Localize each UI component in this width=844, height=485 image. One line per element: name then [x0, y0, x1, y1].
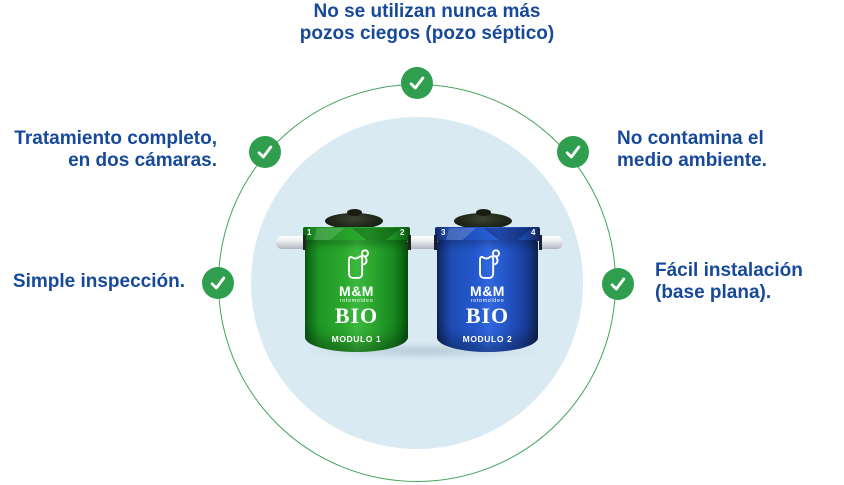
tank1-body: M&M rotomoldeo BIO MODULO 1 — [305, 240, 408, 352]
benefit-line: Fácil instalación — [655, 260, 803, 281]
port-number-2: 2 — [400, 228, 405, 237]
benefit-line: (base plana). — [655, 282, 772, 303]
inlet-pipe — [276, 235, 306, 250]
benefit-line: No se utilizan nunca más — [313, 1, 541, 22]
benefit-simple-inspection: Simple inspección. — [13, 271, 185, 293]
benefit-line: Tratamiento completo, — [14, 128, 217, 149]
tank2-brand: M&M — [470, 283, 505, 299]
tank2-product-name: BIO — [465, 303, 510, 328]
tank1-brand: M&M — [339, 283, 374, 299]
check-icon — [557, 136, 589, 168]
tank1-logo: M&M rotomoldeo BIO MODULO 1 — [305, 247, 408, 344]
tank2-module-label: MODULO 2 — [462, 334, 513, 344]
check-icon — [602, 268, 634, 300]
benefit-line: pozos ciegos (pozo séptico) — [299, 23, 555, 44]
tank2-shoulder — [435, 227, 540, 241]
benefit-no-pollution: No contamina el medio ambiente. — [617, 128, 767, 172]
benefit-line: en dos cámaras. — [68, 150, 217, 171]
benefit-line: medio ambiente. — [617, 150, 767, 171]
tank1-shoulder — [303, 227, 410, 241]
benefit-line: No contamina el — [617, 128, 764, 149]
benefit-complete-treatment: Tratamiento completo, en dos cámaras. — [14, 128, 217, 172]
tank2-sub-brand: rotomoldeo — [470, 298, 505, 304]
tank1-facet-shade — [352, 228, 400, 241]
tank2-logo: M&M rotomoldeo BIO MODULO 2 — [437, 247, 538, 344]
tank1-sub-brand: rotomoldeo — [339, 298, 374, 304]
benefit-no-septic-pits: No se utilizan nunca más pozos ciegos (p… — [300, 1, 554, 45]
tank1-lid-knob — [347, 209, 362, 216]
port-number-3: 3 — [441, 228, 446, 237]
benefit-easy-installation: Fácil instalación (base plana). — [655, 260, 803, 304]
check-icon — [401, 67, 433, 99]
tank1-module-label: MODULO 1 — [331, 334, 382, 344]
connecting-pipe — [408, 235, 437, 250]
mm-bio-logo-icon — [478, 249, 500, 279]
tank2-lid-knob — [476, 209, 491, 216]
tank2-lid — [454, 213, 512, 229]
mm-bio-logo-icon — [347, 249, 369, 279]
tank2-body: M&M rotomoldeo BIO MODULO 2 — [437, 240, 538, 352]
tank2-facet-shade — [484, 228, 532, 241]
benefit-line: Simple inspección. — [12, 271, 185, 292]
tank1-product-name: BIO — [334, 303, 379, 328]
check-icon — [249, 136, 281, 168]
port-number-4: 4 — [531, 228, 536, 237]
tank1-lid — [325, 213, 383, 229]
check-icon — [202, 267, 234, 299]
outlet-pipe — [539, 235, 563, 250]
port-number-1: 1 — [307, 228, 312, 237]
